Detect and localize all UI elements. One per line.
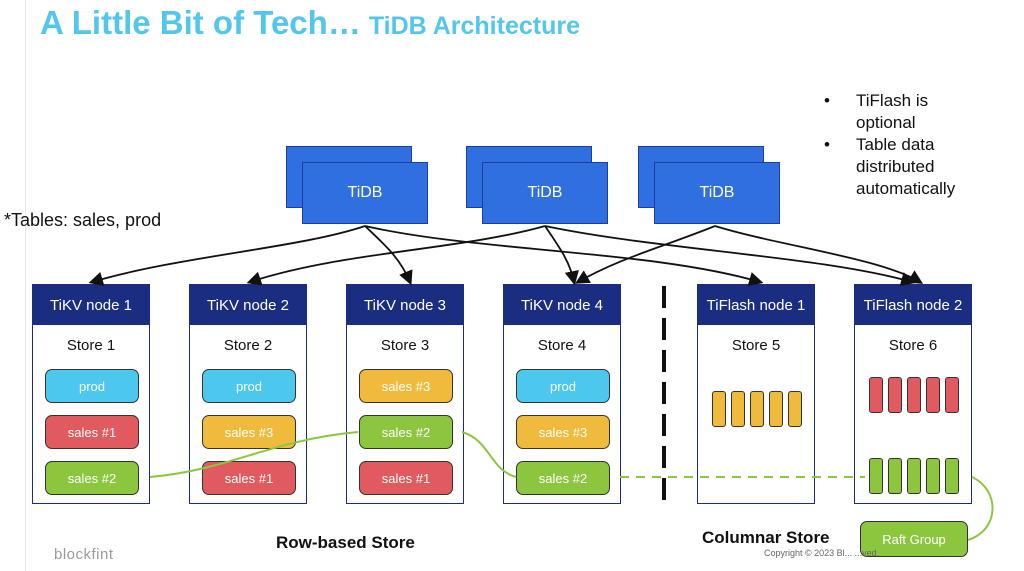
tables-note: *Tables: sales, prod bbox=[4, 210, 162, 230]
route-arrow bbox=[246, 225, 546, 286]
column-block bbox=[945, 377, 959, 413]
title-sub: TiDB Architecture bbox=[368, 12, 580, 40]
node-header: TiFlash node 2 bbox=[855, 285, 971, 325]
copyright-text: Copyright © 2023 Bl... ...ved. bbox=[764, 548, 880, 558]
column-block bbox=[926, 458, 940, 494]
column-block bbox=[769, 391, 783, 427]
bullet-list: •TiFlash is optional •Table data distrib… bbox=[824, 90, 986, 200]
store-label: Store 5 bbox=[731, 337, 781, 354]
tidb-server-3: TiDB bbox=[654, 162, 780, 224]
columnar-store-label: Columnar Store bbox=[702, 528, 830, 547]
column-block bbox=[869, 458, 883, 494]
node-header: TiKV node 4 bbox=[504, 285, 620, 325]
column-block bbox=[869, 377, 883, 413]
columnar-blocks bbox=[869, 458, 959, 494]
region-sales-1: sales #1 bbox=[45, 415, 139, 449]
column-block bbox=[712, 391, 726, 427]
tidb-server-1: TiDB bbox=[302, 162, 428, 224]
store-label: Store 1 bbox=[66, 337, 116, 354]
store-label: Store 4 bbox=[537, 337, 587, 354]
tiflash-node-2: TiFlash node 2 Store 6 bbox=[854, 284, 972, 504]
route-arrow bbox=[574, 225, 716, 284]
column-block bbox=[888, 458, 902, 494]
tikv-node-4: TiKV node 4 Store 4 prod sales #3 sales … bbox=[503, 284, 621, 504]
raft-link bbox=[461, 431, 517, 478]
column-block bbox=[945, 458, 959, 494]
region-sales-3: sales #3 bbox=[516, 415, 610, 449]
node-header: TiKV node 1 bbox=[33, 285, 149, 325]
region-sales-1: sales #1 bbox=[359, 461, 453, 495]
raft-group-badge: Raft Group bbox=[860, 521, 968, 557]
store-label: Store 3 bbox=[380, 337, 430, 354]
region-prod: prod bbox=[516, 369, 610, 403]
node-header: TiKV node 2 bbox=[190, 285, 306, 325]
region-prod: prod bbox=[202, 369, 296, 403]
region-sales-3: sales #3 bbox=[359, 369, 453, 403]
row-columnar-divider bbox=[662, 286, 666, 504]
column-block bbox=[731, 391, 745, 427]
bullet-item: •Table data distributed automatically bbox=[824, 135, 956, 198]
region-sales-1: sales #1 bbox=[202, 461, 296, 495]
tidb-server-2: TiDB bbox=[482, 162, 608, 224]
column-block bbox=[788, 391, 802, 427]
columnar-blocks bbox=[712, 391, 802, 427]
title-main: A Little Bit of Tech… bbox=[40, 4, 361, 41]
tikv-node-2: TiKV node 2 Store 2 prod sales #3 sales … bbox=[189, 284, 307, 504]
column-block bbox=[907, 458, 921, 494]
node-header: TiFlash node 1 bbox=[698, 285, 814, 325]
column-block bbox=[907, 377, 921, 413]
region-sales-3: sales #3 bbox=[202, 415, 296, 449]
slide-title: A Little Bit of Tech…TiDB Architecture bbox=[40, 4, 580, 42]
route-arrow bbox=[364, 225, 764, 286]
raft-link bbox=[967, 476, 994, 541]
brand-logo: blockfint bbox=[54, 546, 114, 563]
route-arrow bbox=[544, 225, 579, 286]
store-label: Store 2 bbox=[223, 337, 273, 354]
region-sales-2: sales #2 bbox=[45, 461, 139, 495]
node-header: TiKV node 3 bbox=[347, 285, 463, 325]
column-block bbox=[926, 377, 940, 413]
tiflash-node-1: TiFlash node 1 Store 5 bbox=[697, 284, 815, 504]
row-store-label: Row-based Store bbox=[276, 533, 415, 552]
raft-link bbox=[149, 431, 359, 478]
column-block bbox=[888, 377, 902, 413]
column-block bbox=[750, 391, 764, 427]
region-prod: prod bbox=[45, 369, 139, 403]
bullet-item: •TiFlash is optional bbox=[824, 91, 929, 132]
route-arrow bbox=[714, 225, 924, 284]
tikv-node-3: TiKV node 3 Store 3 sales #3 sales #2 sa… bbox=[346, 284, 464, 504]
region-sales-2: sales #2 bbox=[516, 461, 610, 495]
slide-edge bbox=[0, 0, 26, 571]
tikv-node-1: TiKV node 1 Store 1 prod sales #1 sales … bbox=[32, 284, 150, 504]
region-sales-2: sales #2 bbox=[359, 415, 453, 449]
store-label: Store 6 bbox=[888, 337, 938, 354]
route-arrow bbox=[88, 225, 366, 286]
route-arrow bbox=[544, 225, 916, 286]
columnar-blocks bbox=[869, 377, 959, 413]
